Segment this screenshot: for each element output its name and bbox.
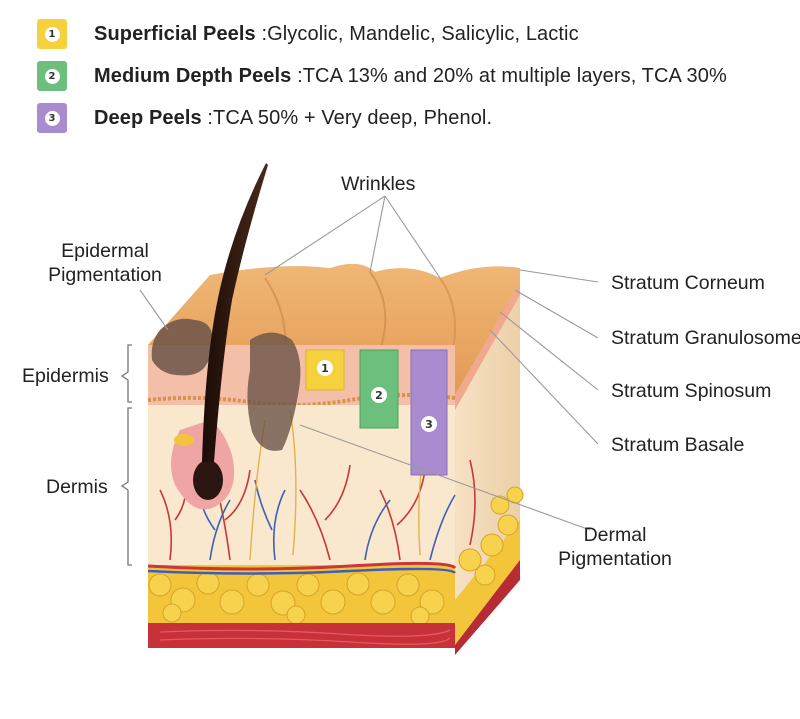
wrinkles-label: Wrinkles xyxy=(341,172,415,196)
label-line: Pigmentation xyxy=(30,263,180,287)
peel-marker-3: 3 xyxy=(411,350,447,475)
stratum-spinosum-label: Stratum Spinosum xyxy=(611,379,771,403)
stratum-corneum-label: Stratum Corneum xyxy=(611,271,765,295)
stratum-granulosome-label: Stratum Granulosome xyxy=(611,326,800,350)
dermal-pigmentation-label: Dermal Pigmentation xyxy=(540,523,690,571)
marker-number: 3 xyxy=(425,418,433,431)
peel-marker-1: 1 xyxy=(306,350,344,390)
stratum-basale-label: Stratum Basale xyxy=(611,433,744,457)
label-line: Dermal xyxy=(540,523,690,547)
label-line: Pigmentation xyxy=(540,547,690,571)
label-line: Epidermal xyxy=(30,239,180,263)
marker-number: 1 xyxy=(321,362,329,375)
sebaceous-gland xyxy=(174,434,194,446)
epidermis-label: Epidermis xyxy=(22,364,109,388)
epidermal-pigmentation xyxy=(152,319,213,376)
dermis-label: Dermis xyxy=(46,475,108,499)
dermis-bracket xyxy=(122,408,132,565)
peel-marker-2: 2 xyxy=(360,350,398,428)
epidermal-pigmentation-label: Epidermal Pigmentation xyxy=(30,239,180,287)
marker-number: 2 xyxy=(375,389,383,402)
epidermis-bracket xyxy=(122,345,132,402)
